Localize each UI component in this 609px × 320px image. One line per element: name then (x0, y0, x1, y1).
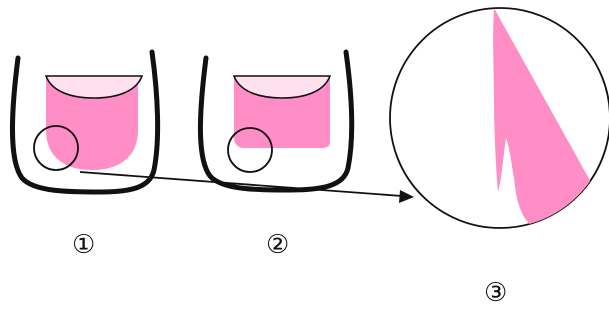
panel-1-label: ① (72, 232, 95, 258)
nail-panel-2 (200, 52, 351, 190)
nail-panel-1 (12, 52, 157, 192)
arrow-head (399, 190, 414, 203)
panel-2-label: ② (266, 232, 289, 258)
panel-3-label: ③ (484, 280, 507, 306)
nail-panel-3 (390, 8, 609, 230)
